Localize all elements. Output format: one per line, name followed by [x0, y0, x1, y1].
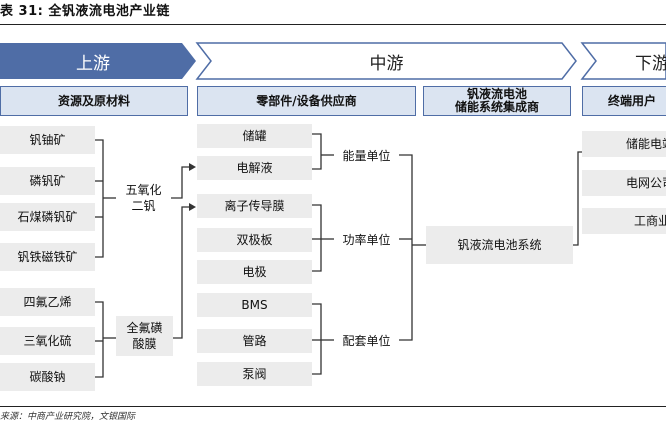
- intermediate-membrane: 全氟磺 酸膜: [116, 316, 173, 356]
- component-item: BMS: [197, 293, 312, 317]
- end-user-item: 电网公司: [582, 170, 666, 196]
- header-end-users: 终端用户: [582, 86, 666, 116]
- raw-material-item: 四氟乙烯: [0, 288, 95, 316]
- stage-upstream-label: 上游: [76, 53, 110, 74]
- unit-energy: 能量单位: [334, 146, 399, 166]
- stage-upstream-arrow: [0, 43, 196, 79]
- component-item: 双极板: [197, 228, 312, 252]
- header-integrator: 钒液流电池 储能系统集成商: [423, 86, 571, 116]
- component-item: 储罐: [197, 124, 312, 148]
- raw-material-item: 碳酸钠: [0, 363, 95, 391]
- raw-material-item: 钒铁磁铁矿: [0, 243, 95, 271]
- stage-midstream-arrow: [195, 42, 577, 80]
- source-note: 来源：中商产业研究院，文银国际: [0, 412, 136, 422]
- component-item: 电解液: [197, 156, 312, 180]
- end-user-item: 工商业: [582, 208, 666, 234]
- component-item: 泵阀: [197, 362, 312, 386]
- stage-downstream-arrow: [580, 42, 666, 80]
- component-item: 管路: [197, 329, 312, 353]
- page-title: 表 31: 全钒液流电池产业链: [0, 4, 170, 19]
- header-components: 零部件/设备供应商: [197, 86, 416, 116]
- end-user-item: 储能电站: [582, 131, 666, 157]
- component-item: 电极: [197, 260, 312, 284]
- raw-material-item: 石煤磷钒矿: [0, 203, 95, 231]
- component-item: 离子传导膜: [197, 194, 312, 218]
- raw-material-item: 钒铀矿: [0, 126, 95, 154]
- system-box: 钒液流电池系统: [426, 226, 573, 264]
- title-divider: [0, 24, 666, 25]
- header-raw-materials: 资源及原材料: [0, 86, 188, 116]
- raw-material-item: 三氧化硫: [0, 327, 95, 355]
- source-divider: [0, 406, 666, 407]
- unit-power: 功率单位: [334, 230, 399, 250]
- unit-support: 配套单位: [334, 331, 399, 351]
- stage-midstream-label: 中游: [369, 53, 404, 74]
- raw-material-item: 磷钒矿: [0, 167, 95, 195]
- stage-downstream-label: 下游: [635, 53, 666, 74]
- intermediate-v2o5: 五氧化 二钒: [116, 180, 171, 216]
